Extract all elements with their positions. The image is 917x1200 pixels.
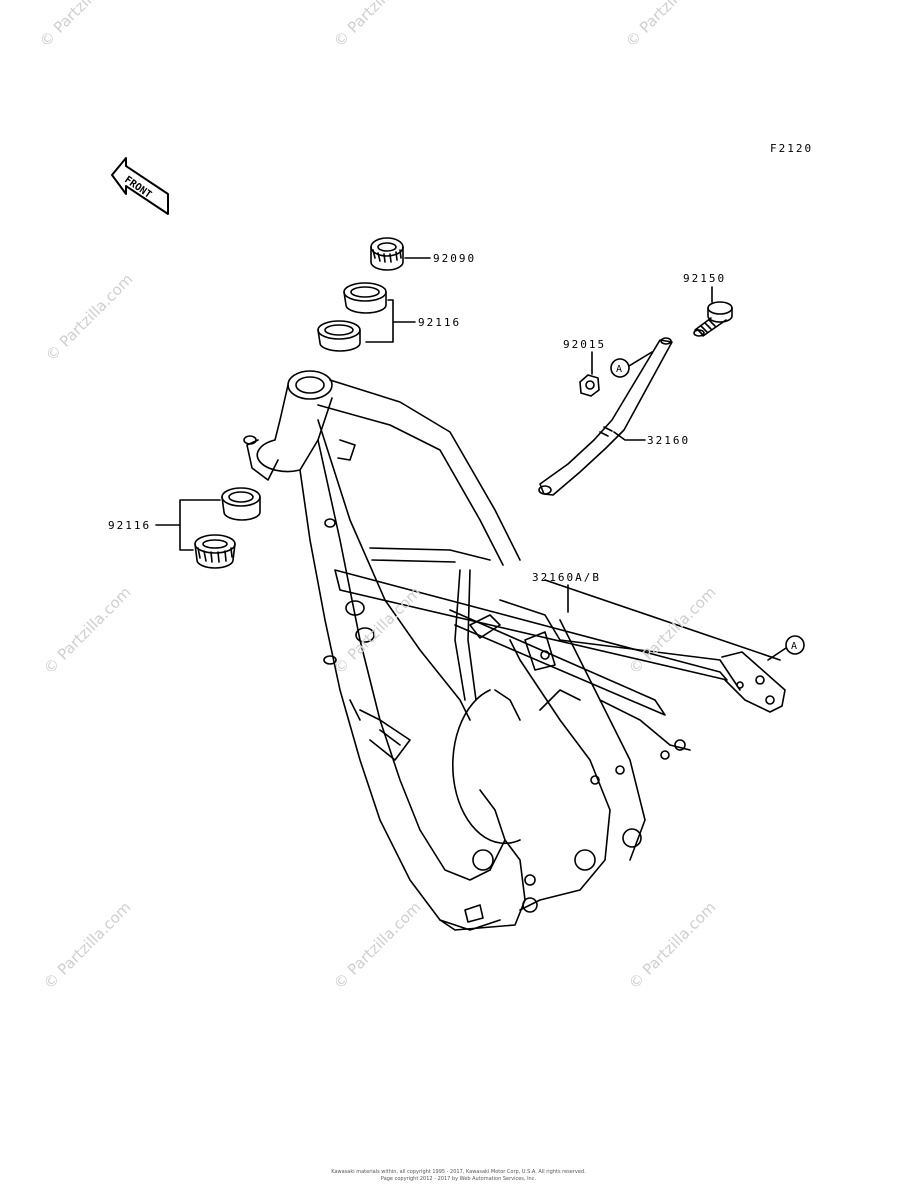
copyright-line-1: Kawasaki materials within, all copyright… <box>331 1169 586 1175</box>
callout-92090: 92090 <box>433 252 477 265</box>
callout-32160ab: 32160A/B <box>532 571 601 584</box>
callout-92116-top: 92116 <box>418 316 462 329</box>
lower-bearing-race-92116 <box>194 487 261 569</box>
ref-circle-a-frame-label: A <box>791 641 797 652</box>
nut-92015 <box>579 374 600 397</box>
rear-frame-stay-32160 <box>538 337 673 496</box>
leader-32160 <box>613 431 646 441</box>
ref-circle-a-top <box>610 358 630 378</box>
upper-bearing-race-92116 <box>317 282 387 352</box>
ref-circle-a-top-label: A <box>616 364 622 375</box>
main-frame-32160ab <box>243 370 786 931</box>
callout-92150: 92150 <box>683 272 727 285</box>
leader-92116-bottom <box>155 499 221 551</box>
ref-circle-a-frame <box>785 635 805 655</box>
copyright-line-2: Page copyright 2012 - 2017 by Web Automa… <box>380 1176 537 1182</box>
bolt-92150 <box>693 301 733 337</box>
front-arrow-icon: FRONT <box>111 157 169 215</box>
leader-92116-top <box>365 299 416 343</box>
callout-92015: 92015 <box>563 338 607 351</box>
diagram-code: F2120 <box>770 142 814 155</box>
callout-32160: 32160 <box>647 434 691 447</box>
steering-stem-nut-92090 <box>370 237 404 271</box>
callout-92116-bottom: 92116 <box>108 519 152 532</box>
